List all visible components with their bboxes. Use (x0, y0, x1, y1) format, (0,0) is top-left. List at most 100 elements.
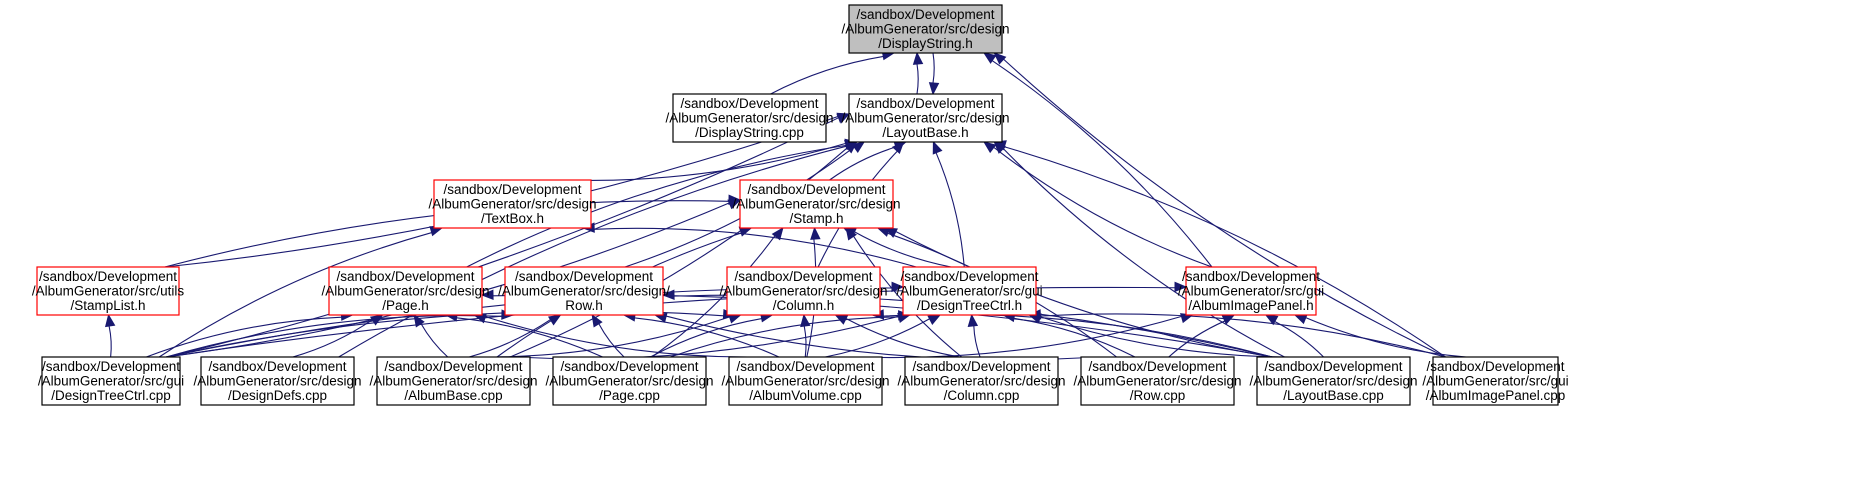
node-label-line: /AlbumGenerator/src/gui (38, 374, 184, 389)
node-albumimagepanel-cpp[interactable]: /sandbox/Development/AlbumGenerator/src/… (1422, 356, 1569, 406)
edge-layer (104, 49, 1467, 361)
edge-albumimagepanel-h-to-layoutbase-h (983, 141, 1213, 268)
node-label-line: /AlbumGenerator/src/design (719, 284, 887, 299)
node-box (200, 356, 355, 406)
edge-line (1274, 320, 1324, 358)
edge-arrowhead (967, 313, 979, 327)
node-label-line: /LayoutBase.h (882, 125, 968, 140)
node-box (728, 356, 883, 406)
edge-arrowhead (928, 82, 940, 96)
edge-line (993, 146, 1213, 268)
node-page-h[interactable]: /sandbox/Development/AlbumGenerator/src/… (321, 266, 490, 316)
node-label-line: /AlbumGenerator/src/design/ (498, 284, 670, 299)
edge-line (1040, 316, 1290, 358)
edge-arrowhead (771, 226, 784, 241)
edge-line (845, 318, 961, 358)
node-albumimagepanel-h[interactable]: /sandbox/Development/AlbumGenerator/src/… (1178, 266, 1324, 316)
node-albumvolume-cpp[interactable]: /sandbox/Development/AlbumGenerator/src/… (721, 356, 890, 406)
edge-layoutbase-cpp-to-albumimagepanel-h (1264, 314, 1324, 358)
node-designtreectrl-cpp[interactable]: /sandbox/Development/AlbumGenerator/src/… (38, 356, 184, 406)
edge-designtreectrl-cpp-to-stamplist-h (104, 313, 116, 358)
edge-line (292, 319, 373, 358)
edge-arrowhead (983, 141, 997, 154)
edge-line (166, 117, 839, 358)
node-box (552, 356, 707, 406)
node-column-h[interactable]: /sandbox/Development/AlbumGenerator/src/… (719, 266, 888, 316)
edge-line (650, 318, 762, 358)
node-label-line: /DisplayString.h (878, 36, 973, 51)
node-box (328, 266, 483, 316)
node-box (1256, 356, 1411, 406)
edge-arrowhead (891, 141, 905, 155)
edge-albumimagepanel-cpp-to-albumimagepanel-h (1293, 314, 1467, 358)
node-label-line: /sandbox/Development (856, 7, 994, 22)
node-label-line: /AlbumVolume.cpp (749, 388, 862, 403)
node-row-h[interactable]: /sandbox/Development/AlbumGenerator/src/… (498, 266, 670, 316)
edge-line (1002, 148, 1285, 358)
edge-arrowhead (104, 313, 116, 328)
node-box (848, 93, 1003, 143)
edge-designtreectrl-h-to-stamp-h (842, 227, 952, 268)
node-label-line: /AlbumGenerator/src/design (721, 374, 889, 389)
node-page-cpp[interactable]: /sandbox/Development/AlbumGenerator/src/… (545, 356, 714, 406)
node-label-line: /sandbox/Development (856, 96, 994, 111)
edge-arrowhead (836, 113, 851, 124)
edge-line (146, 316, 342, 358)
node-displaystring-h[interactable]: /sandbox/Development/AlbumGenerator/src/… (841, 4, 1010, 54)
edge-line (973, 325, 981, 358)
edge-line (495, 316, 730, 358)
node-label-line: /sandbox/Development (747, 182, 885, 197)
node-displaystring-cpp[interactable]: /sandbox/Development/AlbumGenerator/src/… (665, 93, 834, 143)
node-box (504, 266, 664, 316)
node-box (902, 266, 1037, 316)
node-label-line: /sandbox/Development (208, 359, 346, 374)
node-stamplist-h[interactable]: /sandbox/Development/AlbumGenerator/src/… (32, 266, 185, 316)
node-stamp-h[interactable]: /sandbox/Development/AlbumGenerator/src/… (732, 179, 901, 229)
node-label-line: /AlbumGenerator/src/design (321, 284, 489, 299)
edge-line (158, 232, 432, 358)
node-label-line: /AlbumGenerator/src/gui (1178, 284, 1324, 299)
node-label-line: /AlbumBase.cpp (404, 388, 502, 403)
node-label-line: /sandbox/Development (680, 96, 818, 111)
edge-line (562, 142, 846, 181)
edge-line (1305, 317, 1467, 358)
node-label-line: /DisplayString.cpp (695, 125, 804, 140)
edge-arrowhead (727, 199, 742, 210)
edge-albumbase-cpp-to-column-h (495, 313, 742, 358)
node-box (726, 266, 881, 316)
edge-designtreectrl-cpp-to-layoutbase-h (166, 113, 851, 358)
edge-line (858, 315, 1182, 359)
node-label-line: /sandbox/Development (39, 269, 177, 284)
node-label-line: /sandbox/Development (1264, 359, 1402, 374)
edge-page-cpp-to-row-h (591, 313, 625, 358)
edge-albumbase-cpp-to-row-h (469, 314, 562, 358)
node-box (376, 356, 531, 406)
node-label-line: /StampList.h (70, 298, 145, 313)
edge-line (1004, 146, 1446, 358)
node-label-line: /sandbox/Development (736, 359, 874, 374)
node-label-line: /AlbumGenerator/src/design (665, 111, 833, 126)
node-albumbase-cpp[interactable]: /sandbox/Development/AlbumGenerator/src/… (369, 356, 538, 406)
edge-albumvolume-cpp-to-page-h (473, 313, 758, 358)
edge-line (108, 325, 112, 358)
node-layoutbase-h[interactable]: /sandbox/Development/AlbumGenerator/src/… (841, 93, 1010, 143)
node-box (1432, 356, 1559, 406)
edge-line (829, 146, 897, 181)
node-label-line: /AlbumGenerator/src/design (369, 374, 537, 389)
node-label-line: /AlbumGenerator/src/design (732, 197, 900, 212)
node-designtreectrl-h[interactable]: /sandbox/Development/AlbumGenerator/src/… (896, 266, 1043, 316)
node-row-cpp[interactable]: /sandbox/Development/AlbumGenerator/src/… (1073, 356, 1242, 406)
node-label-line: /AlbumGenerator/src/utils (32, 284, 185, 299)
node-label-line: /Row.cpp (1130, 388, 1186, 403)
node-label-line: /AlbumGenerator/src/design (1073, 374, 1241, 389)
edge-line (420, 323, 449, 358)
node-textbox-h[interactable]: /sandbox/Development/AlbumGenerator/src/… (428, 179, 597, 229)
node-label-line: /AlbumGenerator/src/gui (1422, 374, 1568, 389)
edge-line (803, 325, 807, 358)
edge-line (935, 152, 965, 268)
node-designdefs-cpp[interactable]: /sandbox/Development/AlbumGenerator/src/… (193, 356, 362, 406)
node-layoutbase-cpp[interactable]: /sandbox/Development/AlbumGenerator/src/… (1249, 356, 1418, 406)
node-box (739, 179, 894, 229)
node-column-cpp[interactable]: /sandbox/Development/AlbumGenerator/src/… (897, 356, 1066, 406)
edge-line (932, 52, 935, 84)
